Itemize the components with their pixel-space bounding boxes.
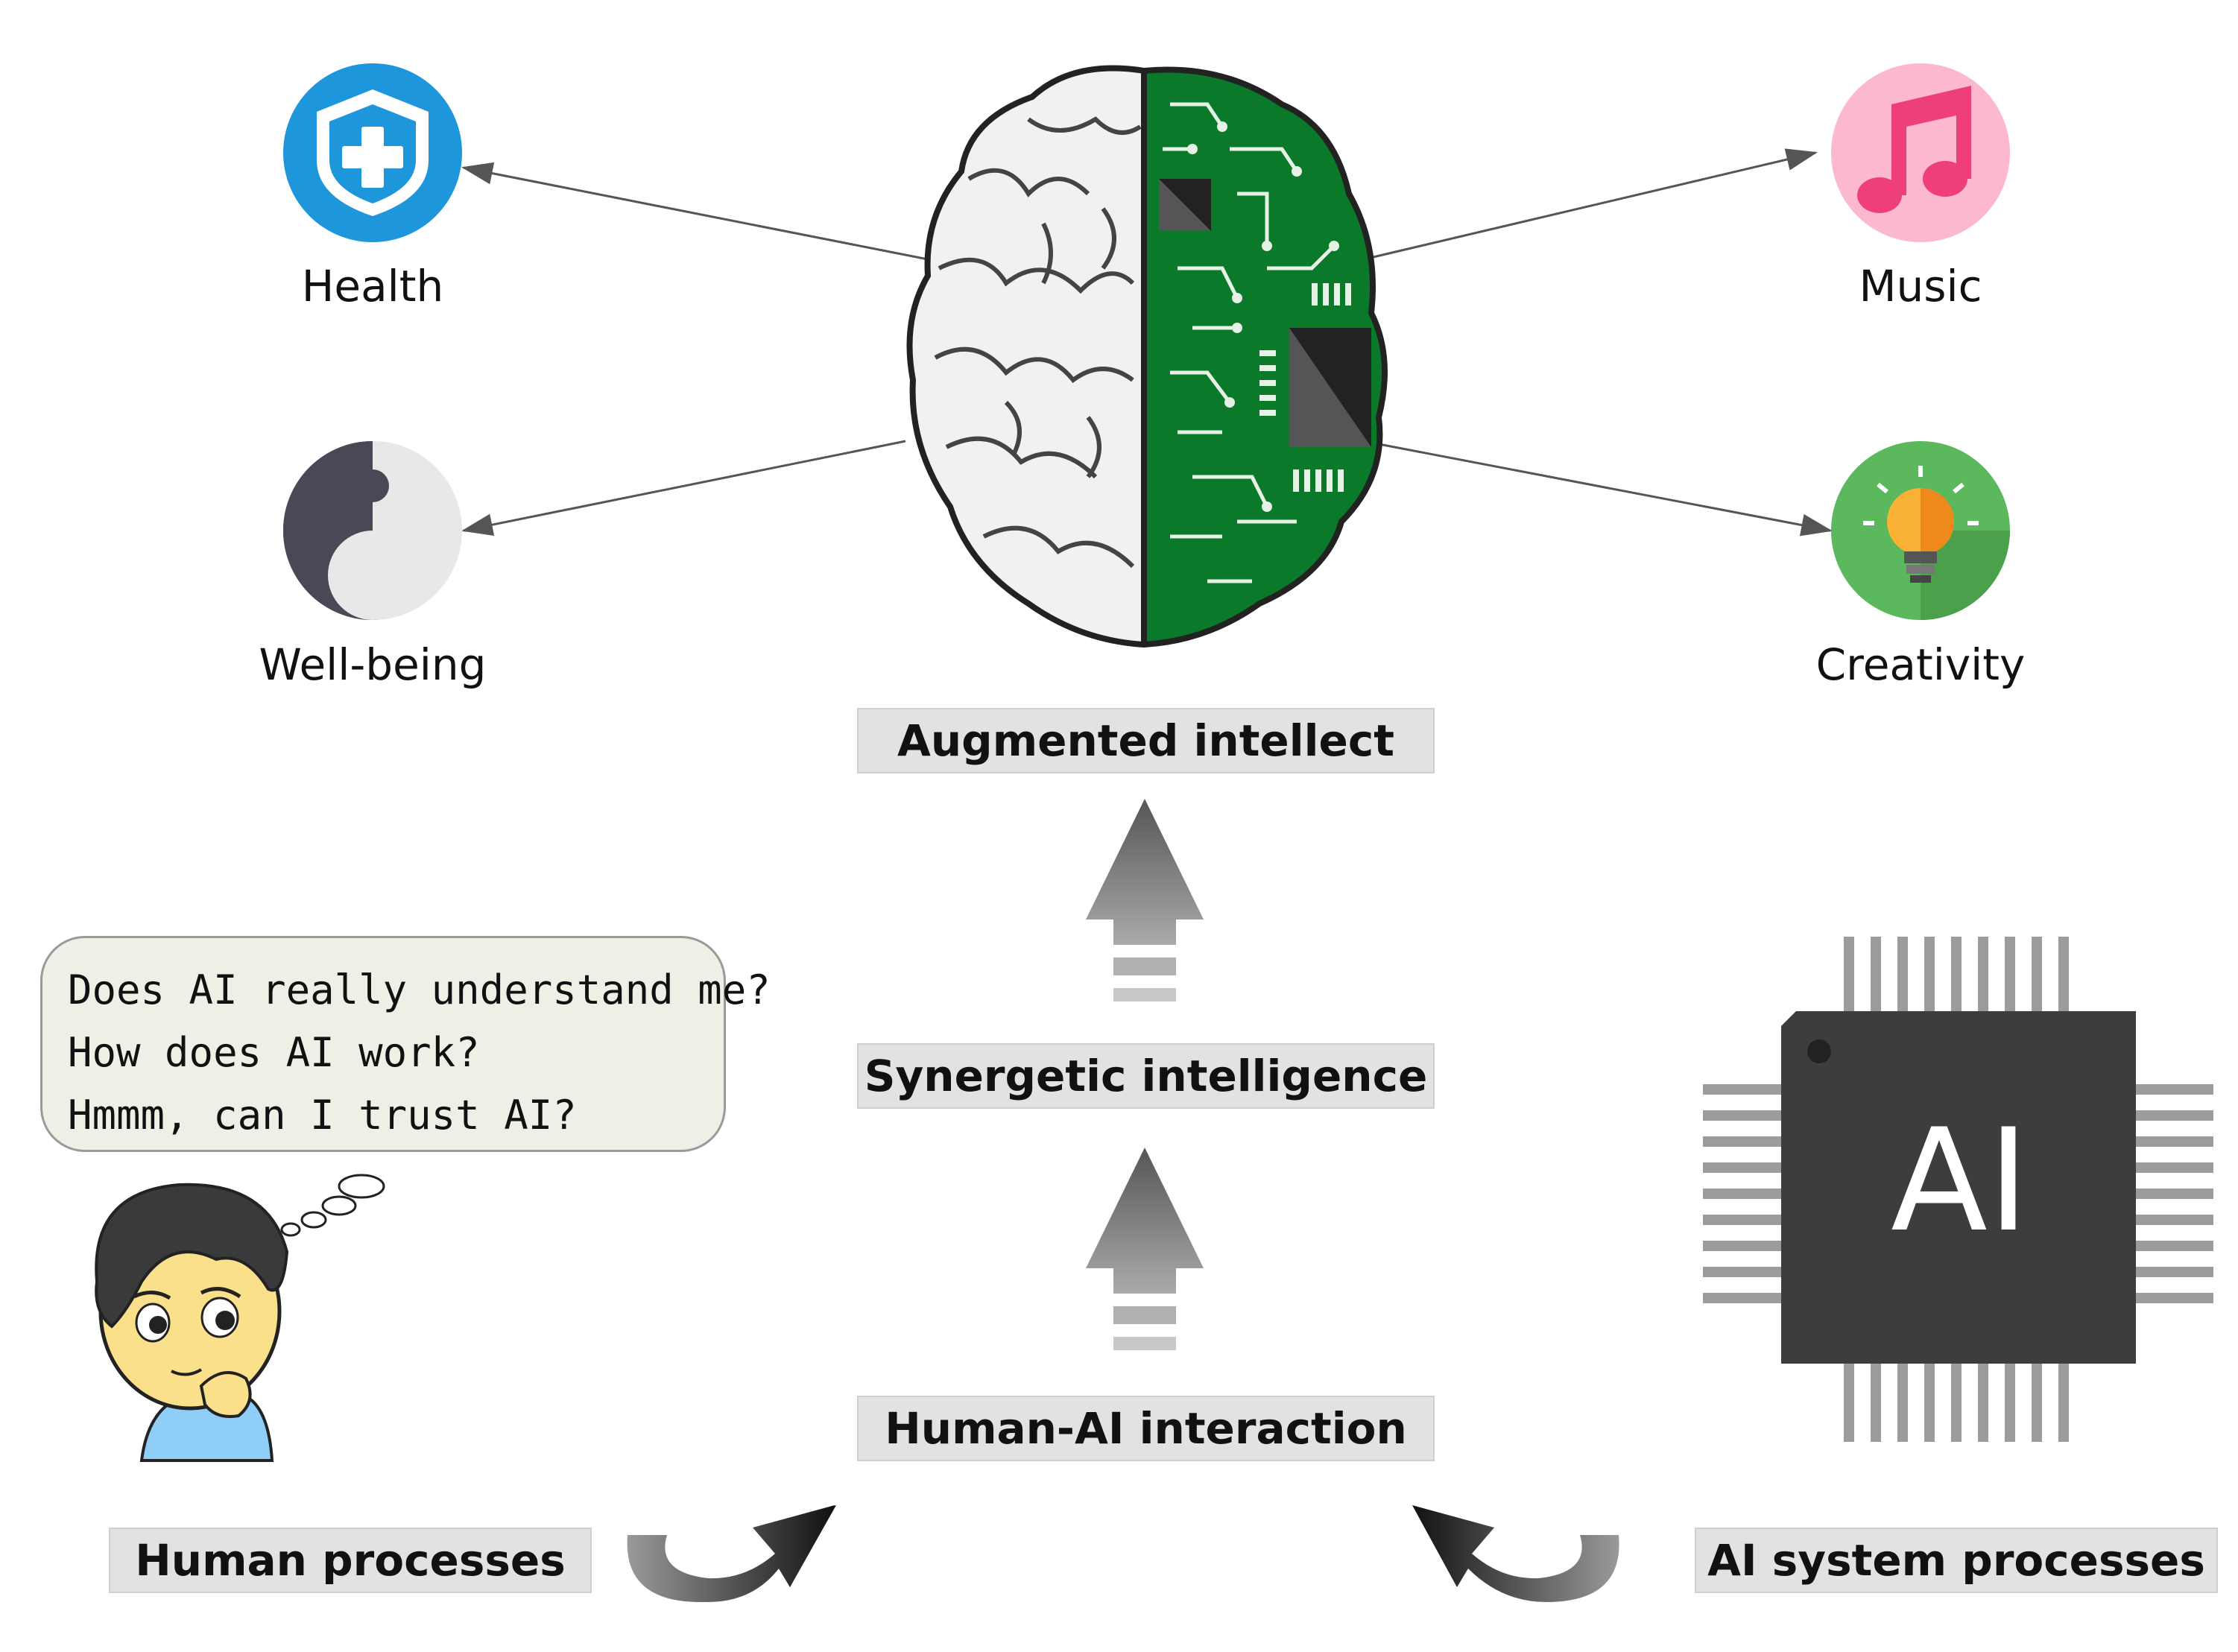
thought-bubble-tail [280,1174,385,1237]
up-arrow-to-augmented [1086,799,1204,1001]
label-wellbeing: Well-being [259,639,487,690]
arrow-to-wellbeing [461,440,906,536]
thinking-person-icon [95,1183,289,1462]
arrow-to-health [461,162,929,261]
chip-label: AI [1890,1098,2029,1263]
lightbulb-icon [1831,441,2010,620]
arrow-to-music [1363,148,1818,261]
up-arrow-to-synergetic [1086,1148,1204,1350]
box-synergetic-intelligence: Synergetic intelligence [857,1043,1435,1109]
box-human-ai-interaction: Human-AI interaction [857,1396,1435,1461]
yin-yang-icon [283,441,462,620]
curved-arrow-from-human [627,1505,836,1602]
box-human-processes: Human processes [109,1528,592,1593]
label-health: Health [301,261,444,311]
thought-line-2: How does AI work? [68,1029,480,1076]
brain-circuit-icon [906,65,1388,648]
thought-line-3: Hmmm, can I trust AI? [68,1092,577,1139]
thought-line-1: Does AI really understand me? [68,966,771,1013]
box-ai-system-processes: AI system processes [1695,1528,2218,1593]
cpu-chip-icon [1703,937,2213,1442]
curved-arrow-from-ai-system [1412,1505,1619,1602]
label-creativity: Creativity [1815,639,2026,690]
box-augmented-intellect: Augmented intellect [857,708,1435,773]
arrow-to-creativity [1374,442,1833,537]
thought-bubble: Does AI really understand me? How does A… [40,936,771,1152]
shield-cross-icon [283,63,462,242]
music-note-icon [1831,63,2010,242]
label-music: Music [1859,261,1982,311]
